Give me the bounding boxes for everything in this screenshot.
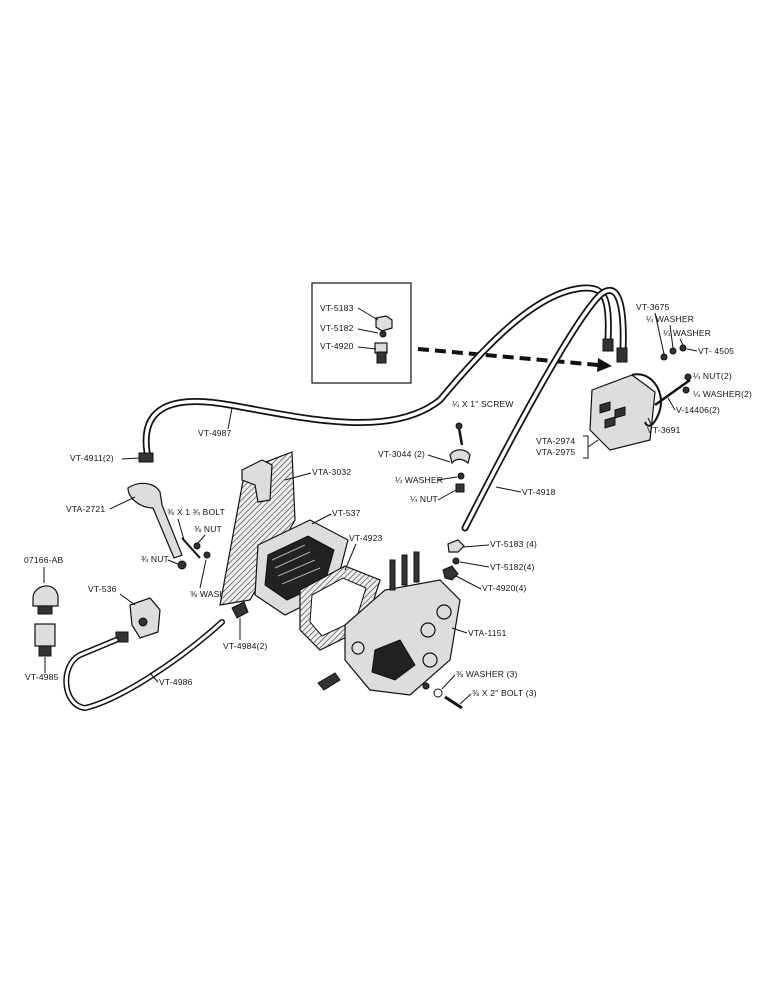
label-nut2: ¼ NUT(2): [693, 371, 732, 381]
label-vt4986: VT-4986: [159, 677, 193, 687]
fitting-top-left: [602, 338, 614, 352]
fitting-top-right: [616, 347, 628, 363]
label-vt4920-4: VT-4920(4): [482, 583, 527, 593]
inset-fittings: [374, 315, 393, 364]
label-nut-d: ⅜ NUT: [194, 524, 222, 534]
label-nut-c: ¼ NUT: [410, 494, 438, 504]
label-vt5183-inset: VT-5183: [320, 303, 354, 313]
adapter-vt4985: [34, 623, 56, 657]
elbow-vt536: [115, 597, 161, 643]
label-vta2974: VTA-2974: [536, 436, 575, 446]
label-vt4984: VT-4984(2): [223, 641, 268, 651]
label-vt537: VT-537: [332, 508, 361, 518]
label-washer-a: ¼ WASHER: [646, 314, 694, 324]
label-vt3691: VT-3691: [647, 425, 681, 435]
label-vt5182-inset: VT-5182: [320, 323, 354, 333]
inset-box: [311, 282, 412, 384]
bolt-washer-set: [422, 682, 463, 710]
label-vt4920-inset: VT-4920: [320, 341, 354, 351]
label-vta3032: VTA-3032: [312, 467, 351, 477]
screw-clamp-group: [449, 422, 471, 493]
bracket-vta3032: [219, 451, 296, 606]
label-vt4505: VT- 4505: [698, 346, 734, 356]
breather-07166ab: [32, 585, 59, 615]
label-washer-c: ¼ WASHER: [395, 475, 443, 485]
label-v14406: V-14406(2): [676, 405, 720, 415]
label-vt536: VT-536: [88, 584, 117, 594]
arrow-head: [597, 358, 612, 372]
label-vta2721: VTA-2721: [66, 504, 105, 514]
main-valve-vta1151: [317, 551, 461, 696]
label-vt4985: VT-4985: [25, 672, 59, 682]
label-vta1151: VTA-1151: [468, 628, 507, 638]
label-washer-e: ⅜ WASHER: [190, 589, 238, 599]
label-vt5182-4: VT-5182(4): [490, 562, 535, 572]
label-vta2975: VTA-2975: [536, 447, 575, 457]
label-o7166: 07166-AB: [24, 555, 64, 565]
valve-housing: [589, 373, 662, 451]
label-washer2: ¼ WASHER(2): [693, 389, 752, 399]
label-vt4918: VT-4918: [522, 487, 556, 497]
fittings-set-4: [442, 539, 465, 581]
label-nut-e: ¾ NUT: [141, 554, 169, 564]
label-washer-b: ¼ WASHER: [663, 328, 711, 338]
label-screw: ¼ X 1" SCREW: [452, 399, 514, 409]
fitting-vt4984: [231, 601, 249, 619]
label-vt4923: VT-4923: [349, 533, 383, 543]
label-vt4911: VT-4911(2): [70, 453, 114, 463]
label-washer3: ⅜ WASHER (3): [456, 669, 518, 679]
label-vt3675: VT-3675: [636, 302, 670, 312]
label-vt4987: VT-4987: [198, 428, 232, 438]
dashed-arrow: [417, 347, 599, 367]
label-bolt3: ⅜ X 2" BOLT (3): [472, 688, 537, 698]
label-bolt: ⅜ X 1 ¾ BOLT: [167, 507, 225, 517]
small-hardware-right: [654, 344, 692, 407]
label-vt5183-4: VT-5183 (4): [490, 539, 537, 549]
label-vt3044: VT-3044 (2): [378, 449, 425, 459]
